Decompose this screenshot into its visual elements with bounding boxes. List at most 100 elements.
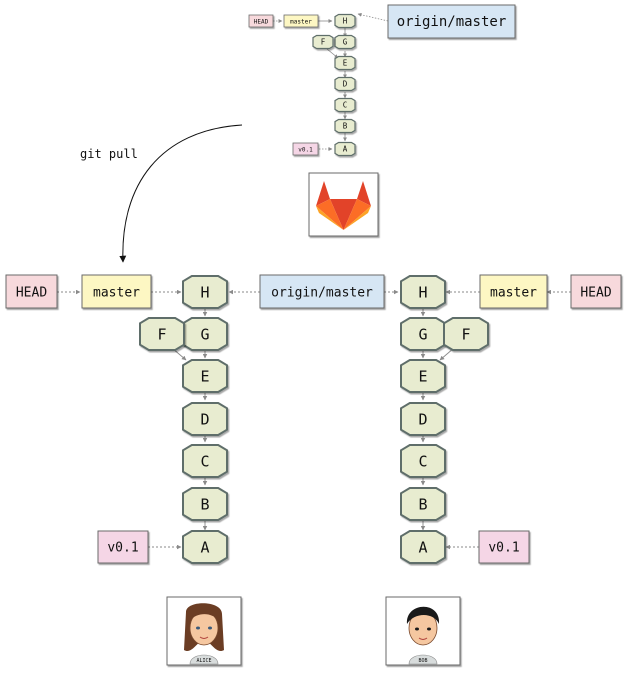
alice-head-label: HEAD [16,286,47,301]
bob-commit-c-label: C [418,452,427,470]
bob-commit-a-label: A [418,538,427,556]
shared-tracking-branch: origin/master [228,274,399,309]
alice-commit-f-shape [139,317,185,351]
bob-avatar-label: BOB [418,658,427,664]
bob-commit-e: E [400,359,446,393]
remote-commit-e-label: E [343,59,348,68]
bob-tag-label: v0.1 [488,541,519,556]
bob-commit-e-shape [400,359,446,393]
alice-commit-a-shape [182,530,228,564]
alice-head-pointer: HEAD [5,274,58,309]
bob-commit-d-shape [400,402,446,436]
remote-branch-label: master [290,19,312,26]
remote-commit-b: B [334,118,356,134]
bob-commits: H G F EDC B A [400,275,489,564]
remote-commit-b-shape [334,118,356,134]
alice-commit-d: D [182,402,228,436]
bob-commit-h: H [400,275,446,309]
remote-commit-a-shape [334,141,356,157]
bob-commit-f-label: F [461,325,470,343]
remote-commit-f-shape [312,34,334,50]
remote-tag-label: v0.1 [298,147,313,154]
remote-commit-c-shape [334,97,356,113]
bob-commit-a-shape [400,530,446,564]
alice-commit-f-label: F [157,325,166,343]
bob-head-label: HEAD [580,286,611,301]
remote-commit-f-label: F [321,38,326,47]
bob-repository: master HEAD v0.1 H G F EDC B A BOB [385,274,622,666]
remote-commit-d-label: D [343,80,348,89]
alice-commit-g: G [182,317,228,351]
remote-commit-h-label: H [343,17,348,26]
alice-commit-c-shape [182,444,228,478]
bob-connectors [420,289,571,550]
bob-commit-b: B [400,487,446,521]
alice-commit-f: F [139,317,185,351]
alice-commit-a: A [182,530,228,564]
remote-commit-e: E [334,55,356,71]
bob-commit-c-shape [400,444,446,478]
bob-commit-h-shape [400,275,446,309]
git-pull-label: git pull [80,147,138,161]
bob-commit-b-label: B [418,495,427,513]
bob-commit-c: C [400,444,446,478]
alice-branch-label: master [93,286,140,301]
bob-avatar: BOB [385,596,461,666]
remote-commit-b-label: B [343,122,348,131]
bob-commit-g: G [400,317,446,351]
remote-head-label: HEAD [254,19,269,26]
alice-avatar-label: ALICE [196,658,211,664]
bob-tag-v0.1: v0.1 [478,530,530,564]
bob-commit-g-shape [400,317,446,351]
git-pull-annotation: git pull [80,124,243,263]
bob-commit-f-shape [443,317,489,351]
shared-tracking-label: origin/master [271,286,373,301]
alice-commit-b-label: B [200,495,209,513]
bob-commit-g-label: G [418,325,427,343]
remote-tag-v0.1: v0.1 [292,142,319,156]
remote-commit-a: A [334,141,356,157]
bob-commit-h-label: H [418,283,427,301]
alice-commit-a-label: A [200,538,209,556]
alice-commit-h-label: H [200,283,209,301]
remote-commit-d: D [334,76,356,92]
remote-commit-h-shape [334,13,356,29]
remote-commit-h: H [334,13,356,29]
alice-commit-e-label: E [200,367,209,385]
remote-commit-d-shape [334,76,356,92]
remote-commit-e-shape [334,55,356,71]
remote-commit-g-label: G [343,38,348,47]
remote-master-branch: master [283,14,319,28]
alice-avatar: ALICE [166,596,242,666]
bob-commit-f: F [443,317,489,351]
remote-commit-f: F [312,34,334,50]
alice-tag-label: v0.1 [107,541,138,556]
bob-master-branch: master [479,274,548,309]
alice-commit-g-label: G [200,325,209,343]
bob-commit-d: D [400,402,446,436]
alice-commit-d-label: D [200,410,209,428]
bob-commit-a: A [400,530,446,564]
alice-tag-v0.1: v0.1 [97,530,149,564]
alice-commit-h-shape [182,275,228,309]
remote-head-pointer: HEAD [248,14,274,28]
remote-commit-c: C [334,97,356,113]
alice-commit-h: H [182,275,228,309]
bob-commit-b-shape [400,487,446,521]
remote-commit-a-label: A [343,145,348,154]
alice-commit-b-shape [182,487,228,521]
remote-commit-c-label: C [343,101,348,110]
bob-head-pointer: HEAD [570,274,622,309]
bob-commit-e-label: E [418,367,427,385]
alice-commit-e: E [182,359,228,393]
remote-commit-g: G [334,34,356,50]
alice-commit-d-shape [182,402,228,436]
remote-connectors [273,12,389,151]
remote-commit-g-shape [334,34,356,50]
bob-branch-label: master [490,286,537,301]
alice-commit-b: B [182,487,228,521]
